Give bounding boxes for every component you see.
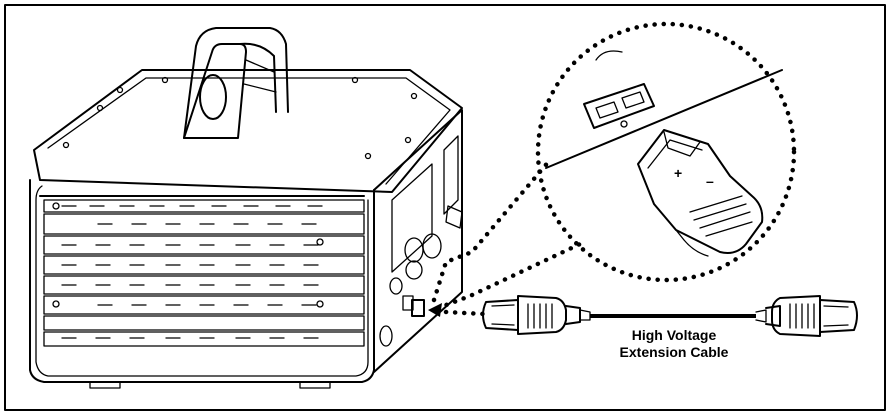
cable-label-line2: Extension Cable (620, 344, 729, 360)
polarity-minus: – (706, 173, 714, 189)
zoom-leader-lower (435, 241, 583, 311)
carry-handle (183, 27, 289, 139)
cable-plug-left (482, 295, 591, 335)
extension-cable: High Voltage Extension Cable (482, 295, 858, 360)
zoom-plug: + – (637, 129, 764, 257)
cable-label-line1: High Voltage (632, 327, 717, 343)
vent-slats (43, 199, 365, 347)
connector-detail-zoom: + – (535, 21, 797, 283)
battery-unit (29, 27, 463, 389)
battery-top-face (33, 69, 463, 193)
polarity-plus: + (674, 165, 682, 181)
battery-side-face (373, 109, 463, 373)
panel-socket (583, 83, 655, 129)
battery-front-face (29, 179, 375, 383)
port-arrow (428, 303, 442, 317)
zoom-circle (535, 21, 797, 283)
port-leader-line (443, 309, 487, 317)
high-voltage-port (411, 299, 425, 317)
cable-plug-right (755, 295, 858, 337)
side-ports (379, 233, 442, 347)
diagram-frame (4, 4, 886, 411)
zoom-leader-upper (431, 157, 553, 303)
